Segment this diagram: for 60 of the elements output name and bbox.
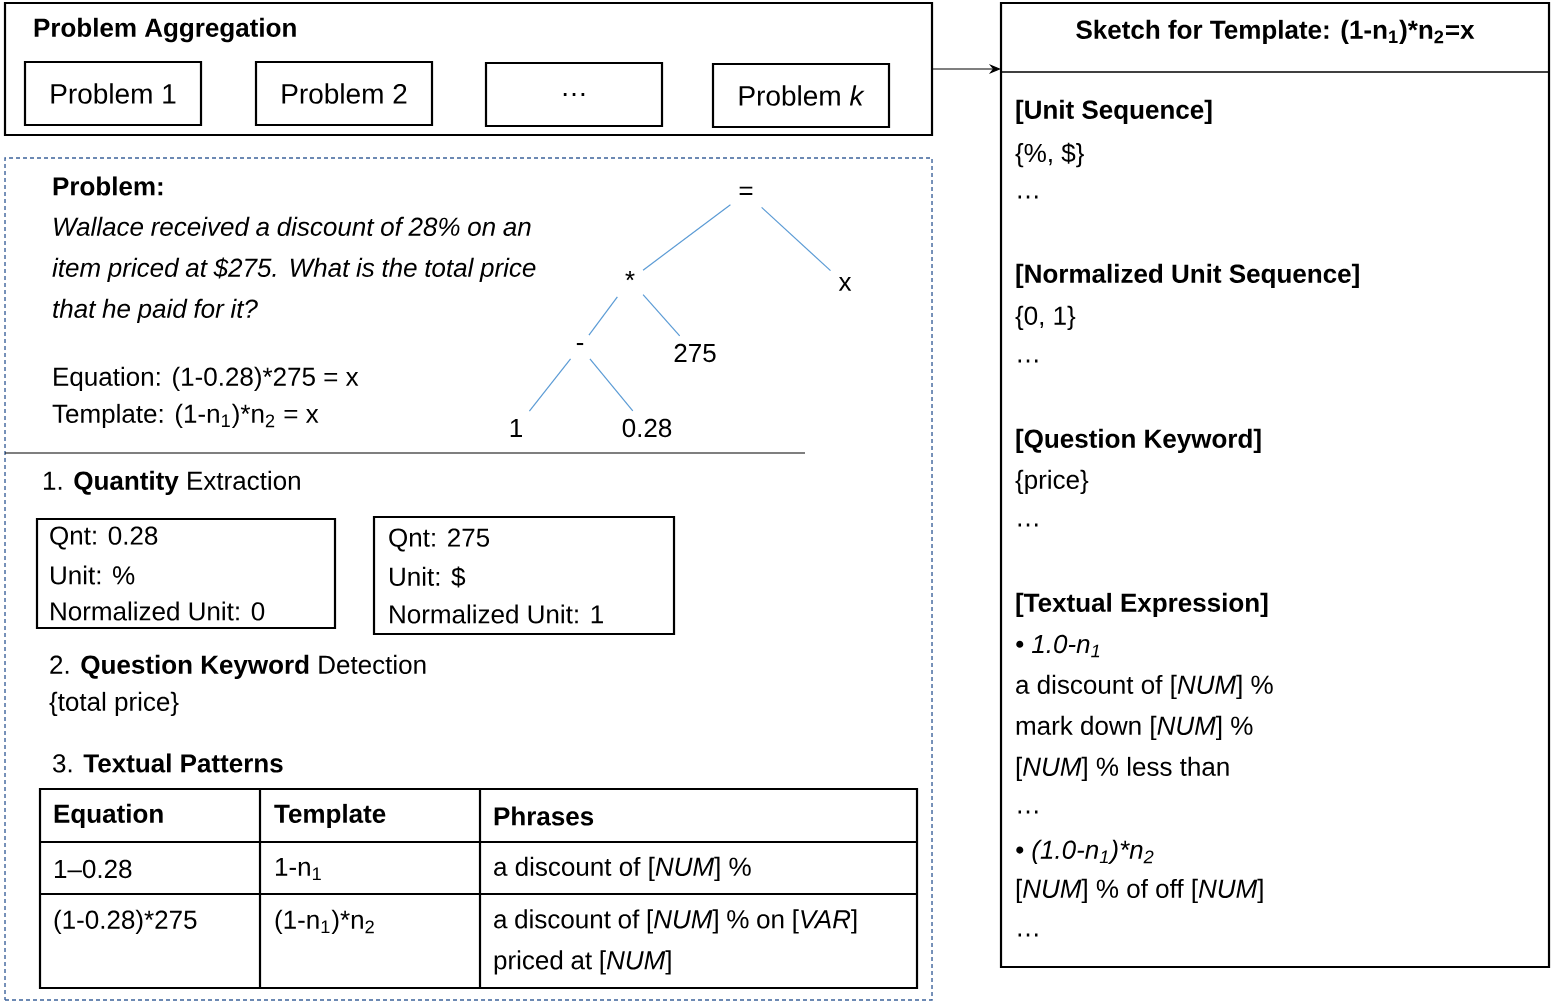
bullet-item: • (1.0-n$_{1}$)*n$_{2}$ xyxy=(1016,839,1154,865)
tree-symbol: * xyxy=(625,271,635,281)
tree-branch xyxy=(761,206,832,272)
tree-symbol: 275 xyxy=(674,343,716,363)
text-line: … xyxy=(1018,523,1038,527)
text-line: Template: (1-n$_{1}$)*n$_{2}$ = x xyxy=(52,403,319,429)
table-cell: 1-n$_{1}$ xyxy=(276,857,321,881)
table-header-cell: Phrases xyxy=(494,806,594,826)
tree-symbol: x xyxy=(838,277,852,291)
text-line: Normalized Unit: 1 xyxy=(390,604,603,624)
text-line: … xyxy=(1018,933,1038,937)
heading: Problem: xyxy=(53,176,163,196)
tree-symbol: - xyxy=(576,343,584,346)
text-line: Normalized Unit: 0 xyxy=(51,601,265,621)
text-line: {total price} xyxy=(49,691,179,717)
text-line: Unit: % xyxy=(51,565,135,585)
text-line: {0, 1} xyxy=(1015,305,1076,331)
section-heading: 1. Quantity Extraction xyxy=(44,470,300,496)
table-cell: a discount of [NUM] % xyxy=(494,856,751,882)
table-cell: a discount of [NUM] % on [VAR] priced at [NUM] xyxy=(494,909,857,975)
problem-text: Wallace received a discount of 28% on an item priced at $275. What is the total price that he paid for it? xyxy=(52,216,536,324)
text-line: [NUM] % of off [NUM] xyxy=(1016,878,1263,904)
heading: Problem Aggregation xyxy=(34,17,296,43)
problem-box: Problem 2 xyxy=(254,60,434,127)
text-line: … xyxy=(1018,195,1038,199)
heading: [Question Keyword] xyxy=(1016,428,1261,454)
heading: [Textual Expression] xyxy=(1016,592,1268,618)
tree-branch xyxy=(642,294,681,337)
text-line: a discount of [NUM] % xyxy=(1016,674,1273,700)
table-cell: (1-n$_{1}$)*n$_{2}$ xyxy=(275,909,374,935)
tree-branch xyxy=(588,296,618,336)
tree-branch xyxy=(589,358,634,412)
table-header-cell: Equation xyxy=(54,803,163,829)
bullet-item: • 1.0-n$_{1}$ xyxy=(1016,634,1100,658)
text-line: Qnt: 0.28 xyxy=(50,526,158,550)
table-cell: 1–0.28 xyxy=(55,859,132,879)
text-line: Equation: (1-0.28)*275 = x xyxy=(54,366,359,392)
text-line: {%, $} xyxy=(1015,142,1084,168)
heading: [Unit Sequence] xyxy=(1016,99,1212,125)
heading: [Normalized Unit Sequence] xyxy=(1016,263,1359,289)
problem-box: … xyxy=(484,61,664,128)
tree-branch xyxy=(642,204,731,271)
text-line: Qnt: 275 xyxy=(389,528,490,552)
table-header-cell: Template xyxy=(274,803,386,829)
tree-symbol: = xyxy=(739,186,753,195)
text-line: … xyxy=(1018,359,1038,363)
problem-box: Problem k xyxy=(711,62,891,129)
text-line: [NUM] % less than xyxy=(1016,756,1229,782)
text-line: … xyxy=(1018,810,1038,814)
table-cell: (1-0.28)*275 xyxy=(54,909,197,935)
tree-symbol: 1 xyxy=(510,419,522,437)
text-line: mark down [NUM] % xyxy=(1016,715,1253,741)
tree-branch xyxy=(528,358,572,412)
section-heading: 2. Question Keyword Detection xyxy=(50,654,426,680)
text-line: Unit: $ xyxy=(390,566,466,588)
section-heading: 3. Textual Patterns xyxy=(53,753,283,773)
problem-box: Problem 1 xyxy=(23,60,203,127)
panel-title: Sketch for Template: (1-n$_{1}$)*n$_{2}$=x xyxy=(1076,19,1475,45)
text-line: {price} xyxy=(1015,469,1089,495)
tree-symbol: 0.28 xyxy=(622,418,672,438)
